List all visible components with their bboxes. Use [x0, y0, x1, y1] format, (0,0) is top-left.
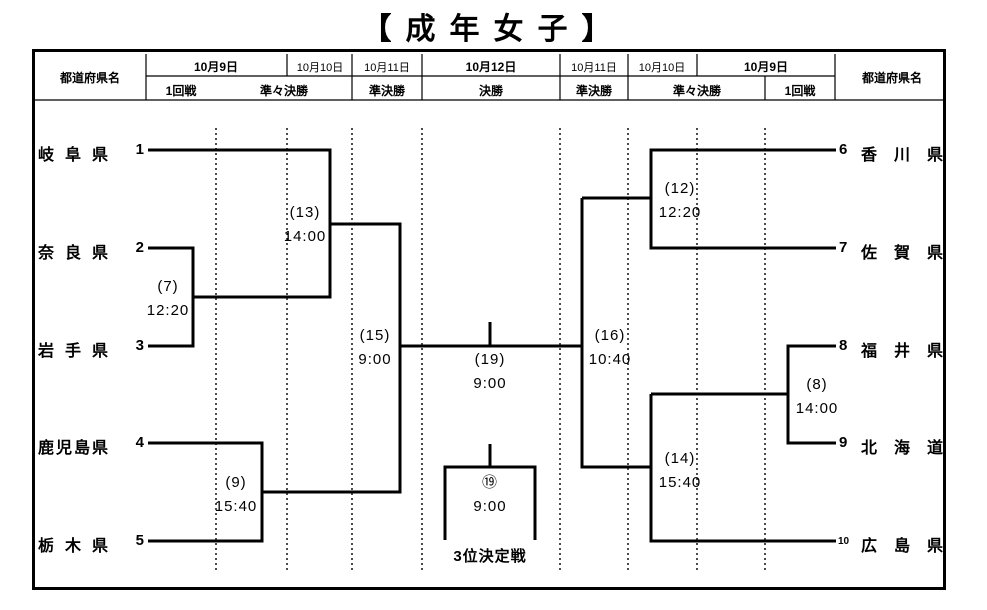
match-number: (8): [806, 376, 828, 393]
match-14-label: (14) 15:40: [659, 447, 702, 495]
match-number: (9): [225, 474, 247, 491]
match-number: (7): [157, 278, 179, 295]
match-9-label: (9) 15:40: [215, 471, 258, 519]
match-time: 10:40: [588, 351, 632, 368]
match-time: 14:00: [283, 228, 327, 245]
match-number: (15): [359, 327, 391, 344]
page-title: 【成年女子】: [361, 13, 626, 46]
bracket-frame: [32, 49, 946, 590]
date-header-final: 10月12日: [465, 60, 517, 74]
team-right-seed: 6: [839, 141, 848, 158]
team-right-name: 香川県: [861, 147, 961, 164]
right-pref-header: 都道府県名: [861, 71, 923, 85]
date-header-sf-left: 10月11日: [364, 62, 410, 74]
team-left-name: 奈良県: [38, 245, 120, 262]
date-header-sf-right: 10月11日: [571, 62, 617, 74]
team-left-seed: 4: [135, 434, 144, 451]
match-time: 9:00: [473, 375, 507, 392]
third-place-match-label: ⑲ 9:00: [473, 471, 506, 519]
match-number: (14): [664, 450, 696, 467]
match-time: 15:40: [214, 498, 258, 515]
round-header-qf-right: 準々決勝: [672, 84, 722, 98]
team-left-seed: 2: [135, 239, 144, 256]
match-time: 9:00: [358, 351, 392, 368]
team-right-seed: 7: [839, 239, 848, 256]
team-left-seed: 1: [135, 141, 144, 158]
round-header-sf-left: 準決勝: [368, 84, 406, 98]
team-right-name: 佐賀県: [861, 245, 961, 262]
header-grid: [35, 54, 943, 101]
match-time: 9:00: [473, 498, 507, 515]
match-13-label: (13) 14:00: [284, 201, 327, 249]
third-place-title: 3位決定戦: [453, 548, 527, 565]
match-number: (16): [594, 327, 626, 344]
match-number: (19): [474, 351, 506, 368]
round-header-sf-right: 準決勝: [575, 84, 613, 98]
match-number: (12): [664, 180, 696, 197]
match-15-label: (15) 9:00: [358, 324, 391, 372]
round-header-final: 決勝: [478, 84, 504, 98]
team-left-name: 栃木県: [38, 538, 120, 555]
match-number: (13): [289, 204, 321, 221]
round-header-qf-left: 準々決勝: [259, 84, 309, 98]
match-time: 12:20: [658, 204, 702, 221]
match-16-label: (16) 10:40: [589, 324, 632, 372]
team-right-name: 北海道: [861, 440, 961, 457]
match-time: 14:00: [795, 400, 839, 417]
date-header-r1-right: 10月9日: [743, 60, 789, 74]
round-header-r1-right: 1回戦: [784, 84, 816, 98]
team-left-name: 鹿児島県: [38, 440, 111, 457]
bracket-paths: [148, 148, 836, 543]
match-time: 15:40: [658, 474, 702, 491]
team-left-name: 岐阜県: [38, 147, 120, 164]
team-right-seed: 9: [839, 434, 848, 451]
match-8-label: (8) 14:00: [796, 373, 839, 421]
date-header-qf-right: 10月10日: [638, 62, 686, 74]
match-7-label: (7) 12:20: [147, 275, 190, 323]
left-pref-header: 都道府県名: [59, 71, 121, 85]
team-right-name: 福井県: [861, 343, 961, 360]
match-12-label: (12) 12:20: [659, 177, 702, 225]
date-header-r1-left: 10月9日: [193, 60, 239, 74]
match-time: 12:20: [146, 302, 190, 319]
round-header-r1-left: 1回戦: [165, 84, 197, 98]
match-number: ⑲: [481, 474, 499, 491]
date-header-qf-left: 10月10日: [296, 62, 344, 74]
team-right-seed: 8: [839, 337, 848, 354]
team-left-seed: 3: [135, 337, 144, 354]
team-left-name: 岩手県: [38, 343, 120, 360]
team-left-seed: 5: [135, 532, 144, 549]
round-dividers: [215, 128, 766, 570]
team-right-name: 広島県: [861, 538, 961, 555]
match-19-label: (19) 9:00: [473, 348, 506, 396]
team-right-seed: 10: [838, 536, 850, 547]
